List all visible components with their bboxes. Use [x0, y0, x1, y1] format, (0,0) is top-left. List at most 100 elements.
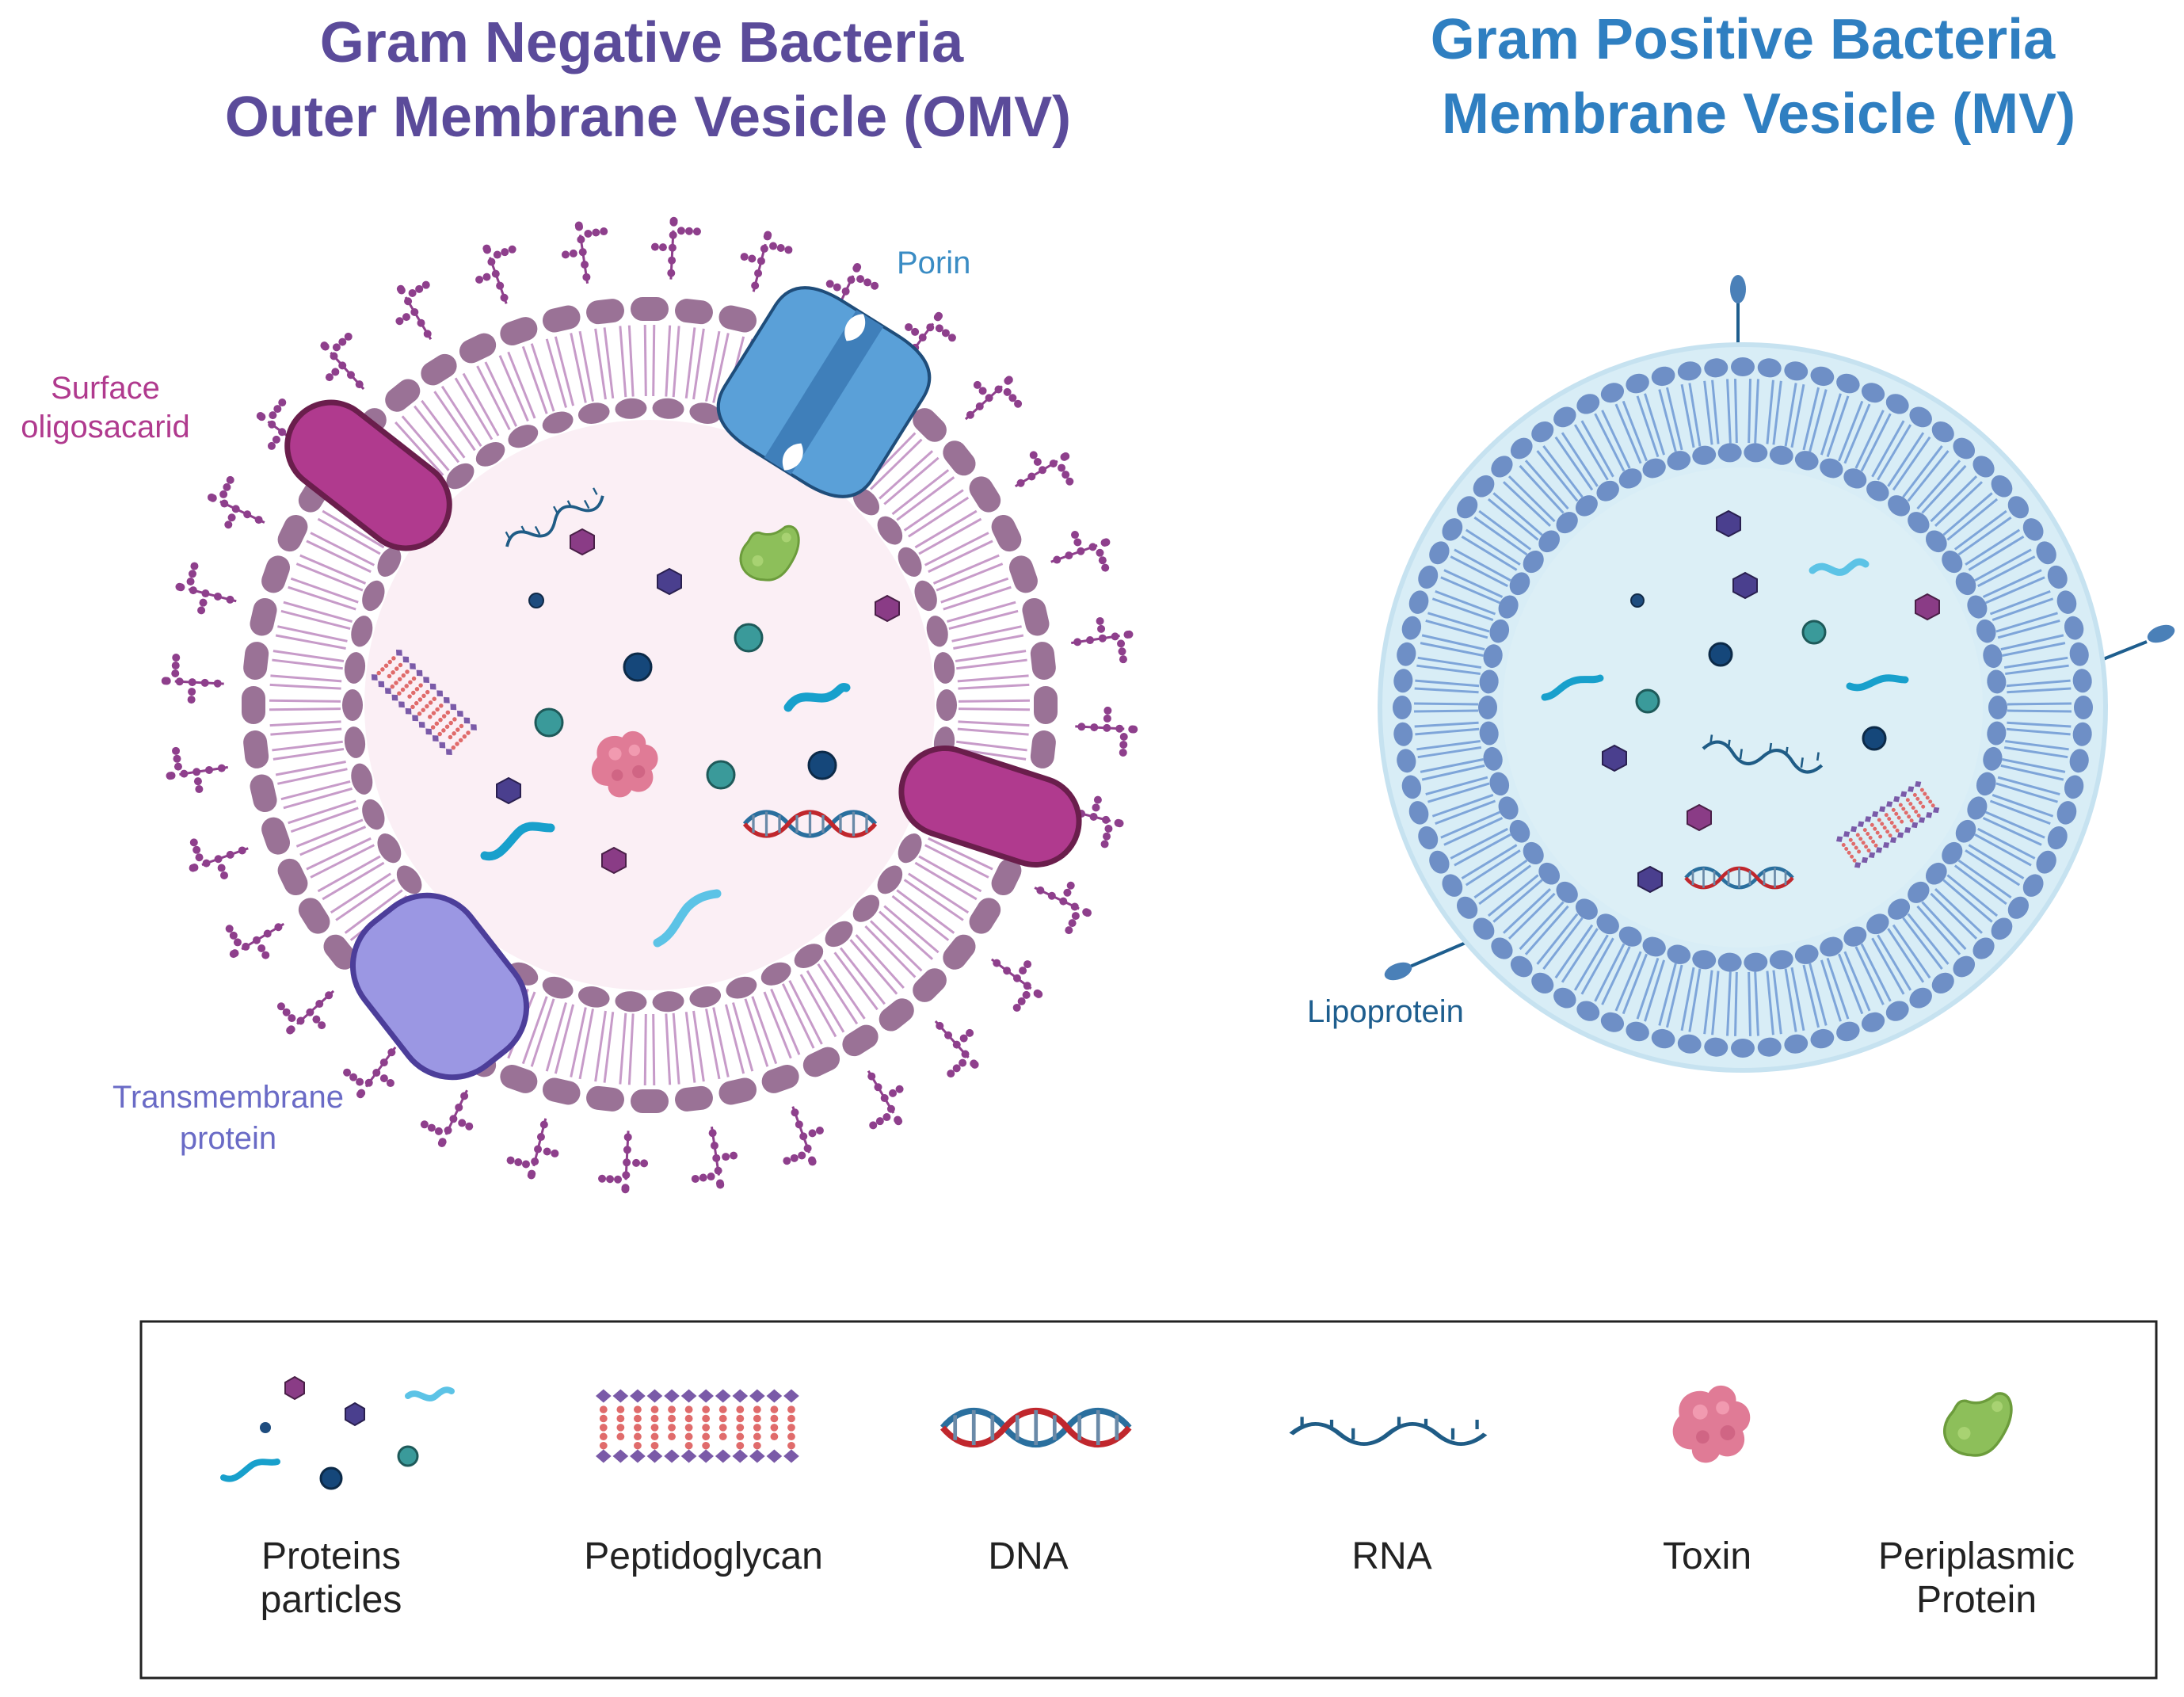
omv-outer-head — [243, 730, 269, 768]
mv-lipid-tail — [1965, 528, 2021, 566]
omv-lipid-tail — [839, 947, 886, 1005]
omv-lipid-tail — [283, 787, 353, 810]
mv-lipid-tail — [1942, 879, 1993, 923]
legend-rna-label: RNA — [1351, 1535, 1431, 1577]
omv-vesicle — [161, 216, 1138, 1194]
surface-protein-lower — [898, 745, 1082, 868]
mv-inner-head — [1523, 841, 1544, 865]
surface-label-line2: oligosacarid — [21, 410, 189, 444]
mv-lipid-tail — [1519, 464, 1565, 514]
omv-outer-head — [969, 898, 1001, 934]
mv-inner-head — [1618, 468, 1642, 489]
porin-label: Porin — [897, 246, 970, 280]
mv-inner-head — [1908, 512, 1930, 534]
omv-lipid-tail — [643, 1013, 647, 1085]
omv-lipid-tail — [903, 879, 964, 921]
mv-lipid-tail — [1772, 970, 1782, 1035]
omv-lipid-tail — [705, 330, 721, 402]
mv-lipid-tail — [1440, 810, 1500, 839]
mv-outer-head — [1401, 616, 1422, 640]
mv-lipid-tail — [1658, 963, 1677, 1026]
omv-lipid-tail — [948, 609, 1019, 631]
mv-lipid-tail — [1907, 450, 1950, 502]
mv-lipid-tail — [1877, 934, 1912, 991]
mv-lipid-tail — [1492, 879, 1543, 923]
mv-lipid-tail — [1636, 395, 1660, 458]
mv-lipid-tail — [1837, 953, 1864, 1015]
omv-inner-head — [362, 799, 385, 830]
omv-lipid-tail — [269, 683, 341, 690]
mv-inner-head — [1866, 913, 1889, 935]
mv-inner-head — [1925, 862, 1947, 885]
mv-outer-head — [1704, 1037, 1729, 1057]
omv-inner-head — [577, 402, 610, 424]
mv-outer-head — [2056, 801, 2077, 825]
mv-lipid-tail — [1554, 436, 1594, 491]
omv-inner-head — [351, 763, 373, 795]
omv-lipid-tail — [855, 934, 905, 990]
omv-lipid-tail — [712, 333, 730, 403]
omv-outer-head — [718, 1077, 757, 1105]
mv-outer-head — [2022, 874, 2044, 897]
mv-outer-head — [1576, 1001, 1600, 1021]
mv-inner-head — [1794, 451, 1819, 471]
mv-lipid-tail — [1968, 536, 2025, 571]
mv-lipid-tail — [1415, 679, 1480, 688]
omv-lipid-tail — [269, 699, 341, 703]
mv-lipid-tail — [1946, 498, 1999, 541]
omv-lipid-tail — [806, 970, 845, 1033]
mv-lipid-tail — [1887, 432, 1925, 487]
mv-lipid-tail — [1421, 764, 1485, 781]
omv-inner-head — [475, 442, 505, 467]
omv-lipid-tail — [530, 343, 555, 412]
mv-lipid-tail — [1930, 475, 1978, 523]
mv-lipid-tail — [2005, 664, 2069, 675]
omv-lipid-tail — [498, 355, 529, 422]
mv-outer-head — [2072, 722, 2092, 746]
mv-lipid-tail — [1680, 967, 1695, 1032]
mv-lipid-tail — [1524, 905, 1569, 955]
omv-lipid-tail — [627, 325, 635, 397]
mv-protein-particle — [1637, 865, 1663, 894]
omv-lipid-tail — [908, 872, 970, 914]
mv-outer-head — [1757, 1037, 1782, 1057]
mv-lipid-tail — [1561, 928, 1599, 983]
mv-outer-head — [1757, 358, 1782, 378]
omv-lipid-tail — [665, 325, 672, 397]
omv-inner-head — [926, 616, 948, 647]
omv-lipid-tail — [277, 768, 348, 785]
mv-inner-head — [1717, 952, 1742, 972]
omv-lipid-tail — [421, 399, 466, 459]
omv-lipid-tail — [799, 974, 837, 1038]
omv-lipid-tail — [295, 562, 364, 592]
mv-lipid-tail — [1421, 634, 1485, 651]
omv-protein-particle — [496, 776, 521, 805]
omv-lipid-tail — [570, 1007, 587, 1077]
mv-lipid-tail — [1425, 619, 1488, 639]
mv-outer-head — [1457, 496, 1478, 519]
omv-inner-head — [377, 833, 402, 864]
mv-lipid-tail — [1644, 393, 1666, 456]
omv-lipid-tail — [306, 540, 372, 574]
mv-cargo — [1541, 509, 1942, 894]
mv-lipid-tail — [1802, 964, 1820, 1028]
omv-inner-head — [508, 425, 539, 448]
mv-lipid-tail — [1843, 403, 1871, 464]
omv-lipid-tail — [295, 818, 364, 848]
omv-lipid-tail — [322, 509, 385, 549]
mv-lipid-tail — [1665, 964, 1683, 1028]
mv-lipid-tail — [1665, 387, 1683, 451]
mv-outer-head — [1953, 955, 1976, 978]
mv-inner-head — [1955, 572, 1976, 596]
mv-inner-head — [1987, 721, 2007, 746]
mv-inner-head — [1820, 936, 1843, 957]
omv-lipid-tail — [951, 625, 1022, 643]
mv-title-line2: Membrane Vesicle (MV) — [1442, 82, 2075, 146]
omv-inner-head — [689, 986, 722, 1008]
mv-lipid-tail — [1843, 951, 1871, 1012]
omv-lipid-tail — [462, 372, 500, 437]
mv-inner-head — [1692, 445, 1717, 465]
legend-peptidoglycan-label: Peptidoglycan — [584, 1535, 823, 1577]
mv-lipid-tail — [2003, 656, 2068, 669]
mv-lipid-tail — [1658, 389, 1677, 452]
